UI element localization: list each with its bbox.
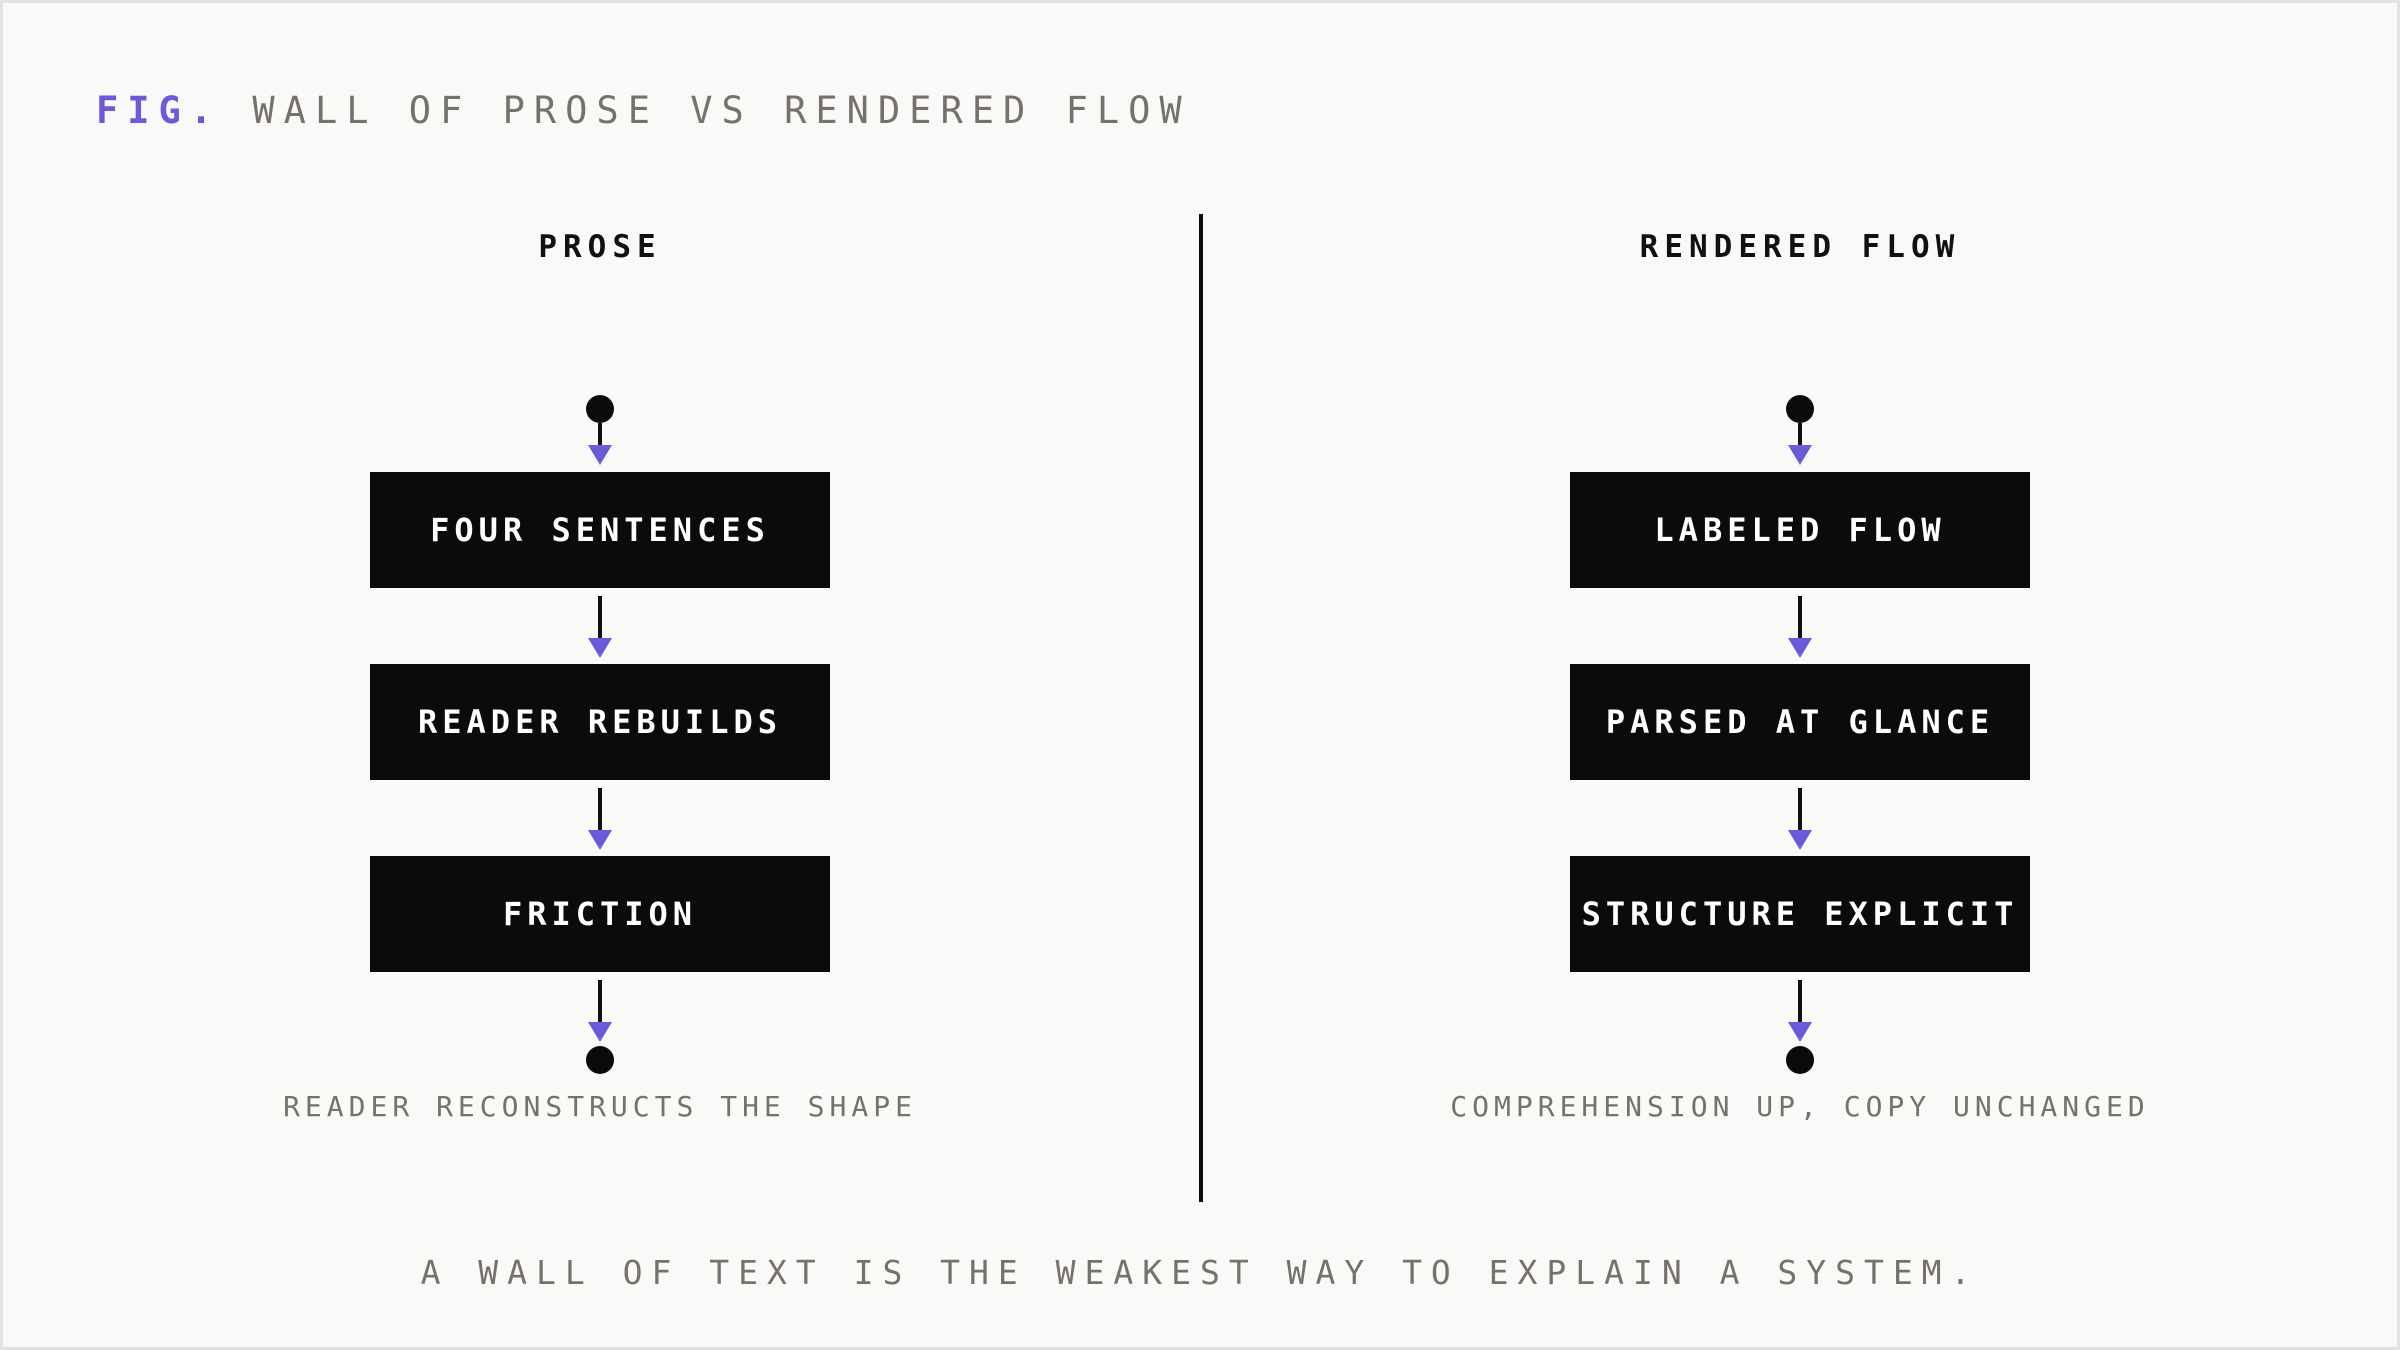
arrow-down-icon: [588, 980, 612, 1042]
caption-prose: READER RECONSTRUCTS THE SHAPE: [283, 1090, 917, 1123]
start-dot-prose: [586, 395, 614, 423]
footer-statement: A WALL OF TEXT IS THE WEAKEST WAY TO EXP…: [420, 1253, 1980, 1292]
arrow-down-icon: [1788, 423, 1812, 465]
flow-node-friction: FRICTION: [370, 856, 830, 972]
column-heading-rendered-flow: RENDERED FLOW: [1639, 229, 1961, 265]
flow-node-structure-explicit: STRUCTURE EXPLICIT: [1570, 856, 2030, 972]
column-heading-prose: PROSE: [538, 229, 662, 265]
flow-node-parsed-at-glance: PARSED AT GLANCE: [1570, 664, 2030, 780]
end-dot-rendered-flow: [1786, 1046, 1814, 1074]
figure-canvas: FIG. WALL OF PROSE VS RENDERED FLOW PROS…: [3, 3, 2397, 1347]
flow-node-four-sentences: FOUR SENTENCES: [370, 472, 830, 588]
figure-title-text: WALL OF PROSE VS RENDERED FLOW: [252, 89, 1191, 132]
column-divider: [1199, 214, 1203, 1202]
start-dot-rendered-flow: [1786, 395, 1814, 423]
arrow-down-icon: [1788, 788, 1812, 850]
arrow-down-icon: [588, 788, 612, 850]
flow-node-reader-rebuilds: READER REBUILDS: [370, 664, 830, 780]
end-dot-prose: [586, 1046, 614, 1074]
arrow-down-icon: [1788, 596, 1812, 658]
figure-title: FIG. WALL OF PROSE VS RENDERED FLOW: [96, 89, 1191, 132]
figure-prefix: FIG.: [96, 89, 222, 132]
caption-rendered-flow: COMPREHENSION UP, COPY UNCHANGED: [1450, 1090, 2150, 1123]
arrow-down-icon: [588, 596, 612, 658]
flow-node-labeled-flow: LABELED FLOW: [1570, 472, 2030, 588]
arrow-down-icon: [1788, 980, 1812, 1042]
arrow-down-icon: [588, 423, 612, 465]
